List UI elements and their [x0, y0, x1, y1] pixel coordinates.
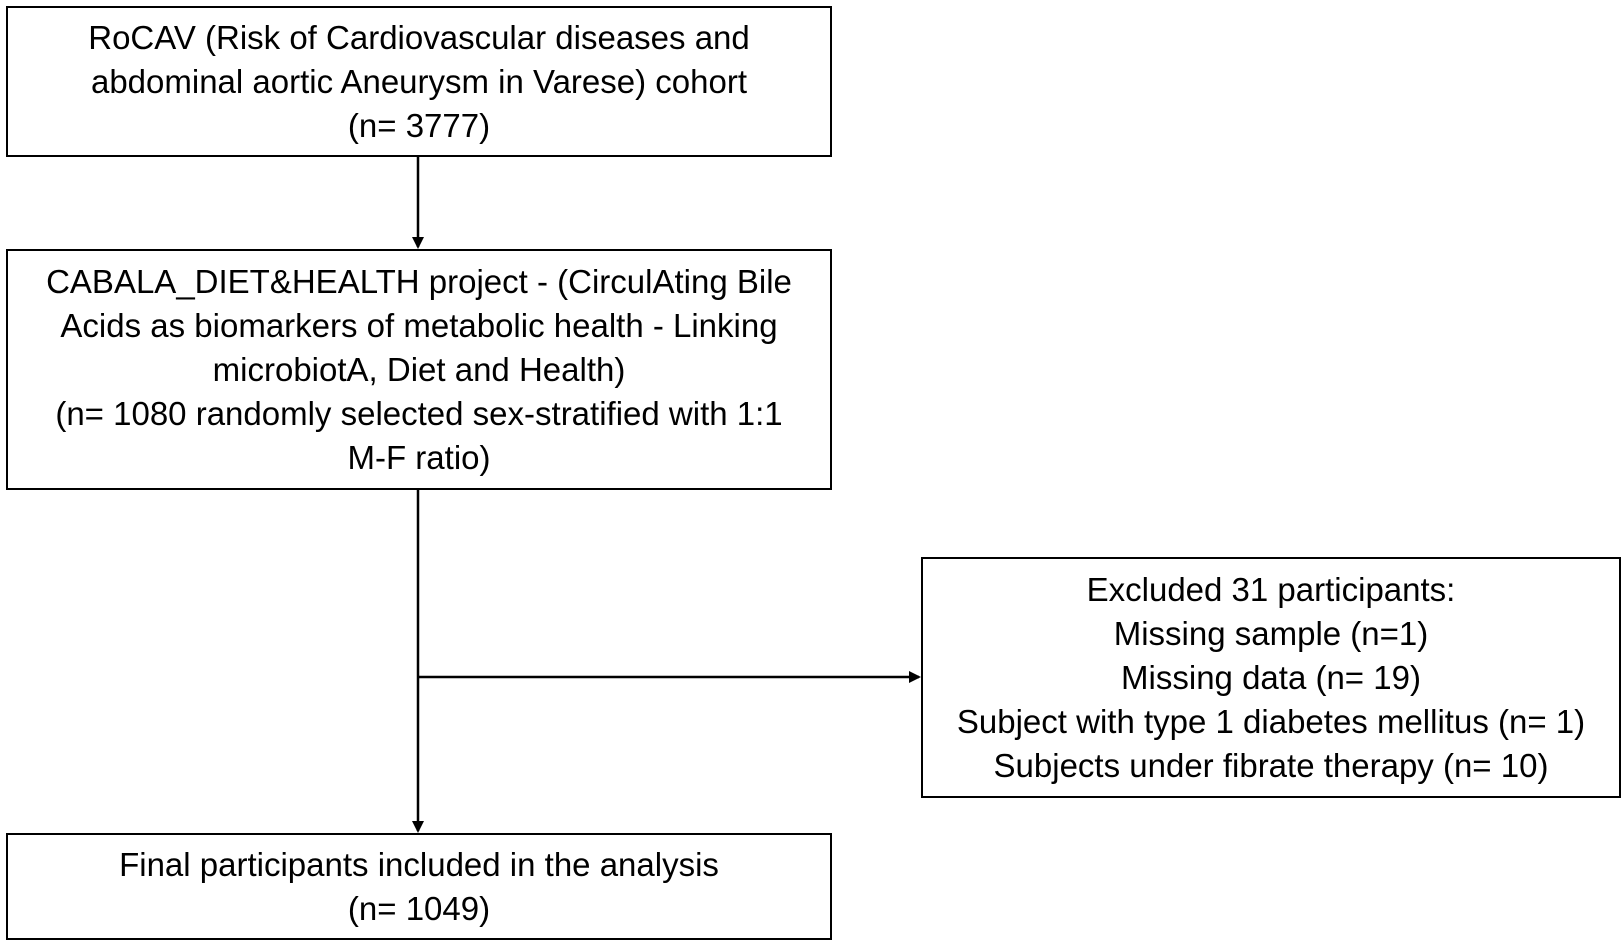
cohort-line: RoCAV (Risk of Cardiovascular diseases a…	[88, 18, 750, 56]
final-box: Final participants included in the analy…	[6, 833, 832, 940]
excluded-heading: Excluded 31 participants:	[1086, 570, 1456, 608]
excluded-reason: Subjects under fibrate therapy (n= 10)	[993, 746, 1549, 784]
excluded-reason: Subject with type 1 diabetes mellitus (n…	[956, 702, 1586, 740]
project-line: microbiotA, Diet and Health)	[212, 350, 626, 388]
final-line: Final participants included in the analy…	[119, 845, 719, 883]
project-count: (n= 1080 randomly selected sex-stratifie…	[55, 394, 783, 432]
excluded-reason: Missing data (n= 19)	[1121, 658, 1421, 696]
project-line: Acids as biomarkers of metabolic health …	[60, 306, 778, 344]
project-line: CABALA_DIET&HEALTH project - (CirculAtin…	[46, 262, 792, 300]
project-ratio: M-F ratio)	[347, 438, 491, 476]
cohort-box: RoCAV (Risk of Cardiovascular diseases a…	[6, 6, 832, 157]
excluded-box: Excluded 31 participants: Missing sample…	[921, 557, 1621, 798]
excluded-reason: Missing sample (n=1)	[1113, 614, 1429, 652]
final-count: (n= 1049)	[347, 889, 491, 927]
cohort-line: abdominal aortic Aneurysm in Varese) coh…	[90, 62, 748, 100]
cohort-count: (n= 3777)	[347, 106, 491, 144]
project-box: CABALA_DIET&HEALTH project - (CirculAtin…	[6, 249, 832, 490]
